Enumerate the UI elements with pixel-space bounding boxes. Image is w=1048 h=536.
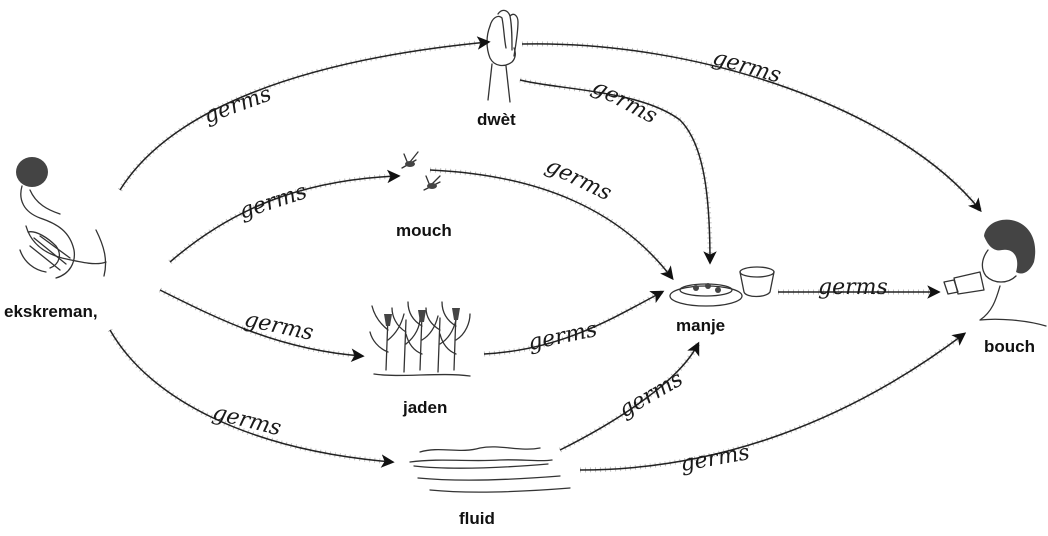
fly-icon	[401, 151, 441, 191]
edge-label-ekskreman-mouch: germs	[236, 179, 310, 224]
edge-label-ekskreman-fluid: germs	[210, 400, 284, 441]
node-label-ekskreman: ekskreman,	[4, 302, 98, 321]
child-drinking-icon	[943, 219, 1047, 327]
edge-arrow-ekskreman-fluid	[109, 329, 395, 468]
edge-arrow-dwet-manje	[519, 79, 717, 265]
edge-arrow-fluid-bouch	[579, 332, 967, 471]
node-label-mouch: mouch	[396, 221, 452, 240]
edge-label-fluid-bouch: germs	[679, 440, 752, 477]
edge-arrow-mouch-manje	[429, 169, 674, 281]
node-label-fluid: fluid	[459, 509, 495, 528]
edge-layer	[107, 36, 982, 473]
node-label-manje: manje	[676, 316, 725, 335]
node-label-bouch: bouch	[984, 337, 1035, 356]
edge-labels: germs germs germs germs germs germs germ…	[201, 45, 888, 477]
ekskreman-figure-icon	[16, 157, 107, 279]
node-labels: ekskreman, dwèt mouch jaden fluid manje …	[4, 110, 1035, 528]
edge-shading-ekskreman-fluid	[107, 328, 393, 465]
edge-arrow-ekskreman-mouch	[169, 169, 401, 263]
edge-arrow-ekskreman-jaden	[159, 289, 365, 362]
edge-shading-ekskreman-dwet	[117, 39, 489, 192]
edge-arrow-fluid-manje	[559, 341, 700, 451]
node-label-dwet: dwèt	[477, 110, 516, 129]
edge-arrow-dwet-bouch	[521, 43, 982, 213]
water-icon	[409, 446, 571, 493]
edge-arrow-jaden-manje	[483, 290, 665, 355]
edge-label-fluid-manje: germs	[615, 367, 688, 424]
node-label-jaden: jaden	[402, 398, 447, 417]
edge-label-dwet-manje: germs	[588, 74, 661, 129]
edge-label-ekskreman-dwet: germs	[201, 81, 275, 128]
edge-arrow-ekskreman-dwet	[119, 36, 491, 191]
edge-label-dwet-bouch: germs	[710, 45, 784, 88]
edge-label-mouch-manje: germs	[542, 153, 616, 206]
edge-label-jaden-manje: germs	[526, 317, 599, 356]
edge-label-manje-bouch: germs	[818, 275, 888, 300]
food-plate-icon	[669, 266, 775, 307]
edge-shading-mouch-manje	[429, 167, 674, 280]
cornfield-icon	[369, 301, 471, 377]
hand-icon	[486, 9, 519, 103]
